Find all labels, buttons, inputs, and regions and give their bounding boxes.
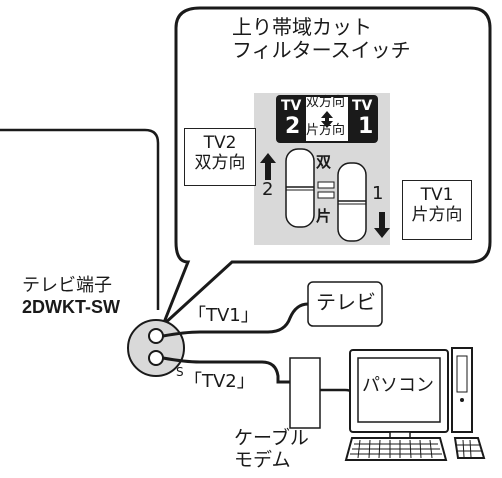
outlet-port-1 xyxy=(148,328,164,344)
modem-label-line1: ケーブル xyxy=(234,427,309,449)
keyboard-keys xyxy=(350,439,442,459)
port2-label: 「TV2」 xyxy=(184,371,255,392)
port2-prefix: S xyxy=(176,365,184,379)
outlet-model: 2DWKT-SW xyxy=(22,296,120,317)
modem-box xyxy=(289,357,321,429)
modem-label: ケーブル モデム xyxy=(234,427,309,472)
label-tv1-unidirectional: TV1 片方向 xyxy=(402,180,472,240)
switch-number-1: 1 xyxy=(372,183,384,204)
header-left-tv: TV xyxy=(281,98,302,114)
mid-marker-bottom xyxy=(317,191,335,199)
outlet-label-line1: テレビ端子 xyxy=(22,275,112,296)
switch-number-2: 2 xyxy=(262,179,274,200)
header-top-text: 双方向 xyxy=(306,95,346,110)
label-tv2-line1: TV2 xyxy=(203,133,237,153)
tv-box xyxy=(307,281,383,327)
switch-mid-bottom: 片 xyxy=(316,207,332,225)
right-switch-slot xyxy=(337,162,367,242)
outlet-port-2 xyxy=(148,350,164,366)
outlet-label: テレビ端子 2DWKT-SW xyxy=(22,275,120,317)
keypad xyxy=(453,437,486,459)
modem-label-line2: モデム xyxy=(234,448,291,471)
wall-line xyxy=(0,128,160,310)
label-tv2-bidirectional: TV2 双方向 xyxy=(184,128,256,186)
cable-modem xyxy=(162,356,290,384)
double-arrow-icon xyxy=(321,111,333,128)
header-left-num: 2 xyxy=(285,114,301,139)
tv-label: テレビ xyxy=(316,290,376,314)
up-arrow-icon xyxy=(260,153,276,180)
down-arrow-icon xyxy=(374,212,390,238)
pc-label: パソコン xyxy=(362,375,434,396)
label-tv1-line2: 片方向 xyxy=(411,205,463,226)
cable-tv xyxy=(162,302,309,338)
label-tv1-line1: TV1 xyxy=(420,185,454,205)
port1-label: 「TV1」 xyxy=(188,305,259,326)
header-right-tv: TV xyxy=(352,98,373,114)
label-tv2-line2: 双方向 xyxy=(194,153,246,174)
keypad-keys xyxy=(456,439,482,458)
header-right-num: 1 xyxy=(358,114,374,139)
left-switch-slot xyxy=(285,148,315,228)
switch-mid-top: 双 xyxy=(316,153,332,171)
mid-marker-top xyxy=(317,181,335,189)
pc-tower-button xyxy=(460,398,464,402)
header-bottom-text: 片方向 xyxy=(306,123,346,138)
pc-screen xyxy=(357,357,441,423)
callout-title-line2: フィルタースイッチ xyxy=(232,38,411,62)
pc-tower-slot xyxy=(456,355,468,393)
callout-title-line1: 上り帯域カット xyxy=(232,15,372,39)
callout-title: 上り帯域カット フィルタースイッチ xyxy=(232,16,411,62)
